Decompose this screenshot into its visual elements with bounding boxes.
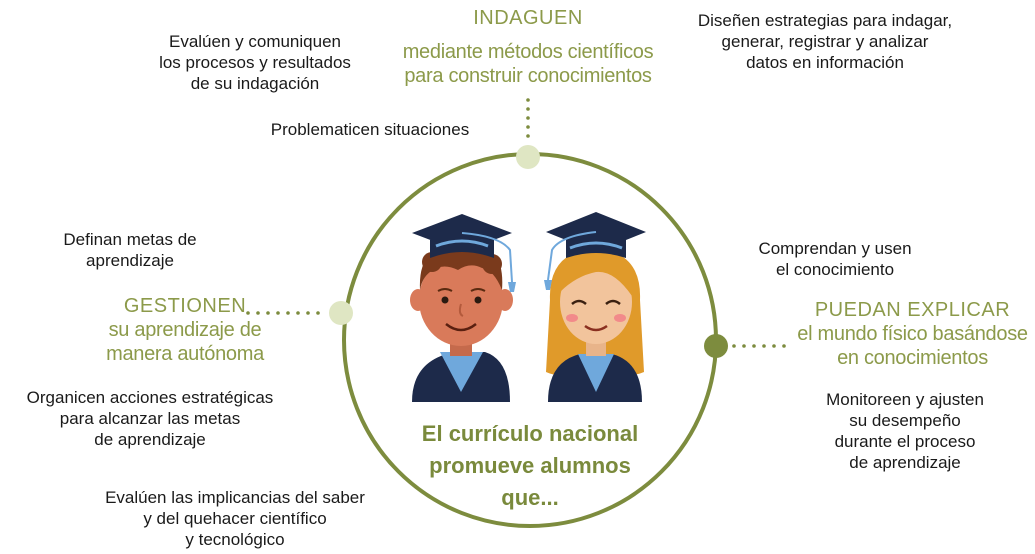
gestionen-keyword: GESTIONEN bbox=[123, 295, 247, 317]
indaguen-keyword: INDAGUEN bbox=[473, 7, 583, 29]
text-line: durante el proceso bbox=[834, 432, 976, 451]
text-line: de su indagación bbox=[190, 74, 320, 93]
left-node bbox=[329, 301, 353, 325]
text-line: de aprendizaje bbox=[849, 453, 961, 472]
text-line: Organicen acciones estratégicas bbox=[26, 388, 274, 407]
item-definan-metas: Definan metas de aprendizaje bbox=[30, 229, 230, 271]
explicar-keyword: PUEDAN EXPLICAR bbox=[814, 299, 1011, 321]
text-line: Monitoreen y ajusten bbox=[826, 390, 984, 409]
item-evaluen-implicancias: Evalúen las implicancias del saber y del… bbox=[70, 487, 400, 550]
right-node bbox=[704, 334, 728, 358]
center-line1: El currículo nacional bbox=[421, 421, 639, 446]
left-connector bbox=[246, 311, 320, 315]
center-line3: que... bbox=[501, 485, 559, 510]
right-connector bbox=[732, 344, 786, 348]
indaguen-line1: mediante métodos científicos bbox=[402, 41, 654, 63]
text-line: Definan metas de bbox=[63, 230, 197, 249]
boy-student-illustration bbox=[410, 214, 516, 402]
text-line: Diseñen estrategias para indagar, bbox=[697, 11, 953, 30]
item-organicen-acciones: Organicen acciones estratégicas para alc… bbox=[0, 387, 300, 450]
gestionen-header: GESTIONEN su aprendizaje de manera autón… bbox=[90, 294, 280, 366]
text-line: Comprendan y usen bbox=[758, 239, 912, 258]
item-monitoreen-ajusten: Monitoreen y ajusten su desempeño durant… bbox=[805, 389, 1005, 473]
item-problematicen: Problematicen situaciones bbox=[240, 119, 500, 140]
indaguen-header: INDAGUEN mediante métodos científicos pa… bbox=[368, 6, 688, 88]
gestionen-line2: manera autónoma bbox=[106, 343, 264, 365]
text-line: y del quehacer científico bbox=[143, 509, 327, 528]
girl-student-illustration bbox=[544, 212, 646, 402]
center-caption: El currículo nacional promueve alumnos q… bbox=[400, 418, 660, 514]
top-connector bbox=[526, 98, 530, 138]
text-line: los procesos y resultados bbox=[159, 53, 351, 72]
item-evaluen-comuniquen: Evalúen y comuniquen los procesos y resu… bbox=[120, 31, 390, 94]
text-line: y tecnológico bbox=[185, 530, 285, 549]
text-line: aprendizaje bbox=[86, 251, 174, 270]
text-line: su desempeño bbox=[849, 411, 961, 430]
explicar-header: PUEDAN EXPLICAR el mundo físico basándos… bbox=[790, 298, 1035, 370]
text-line: de aprendizaje bbox=[94, 430, 206, 449]
indaguen-line2: para construir conocimientos bbox=[404, 65, 652, 87]
text-line: Problematicen situaciones bbox=[270, 120, 470, 139]
text-line: datos en información bbox=[746, 53, 904, 72]
center-line2: promueve alumnos bbox=[429, 453, 631, 478]
explicar-line2: en conocimientos bbox=[837, 347, 988, 369]
item-comprendan-usen: Comprendan y usen el conocimiento bbox=[725, 238, 945, 280]
gestionen-line1: su aprendizaje de bbox=[108, 319, 262, 341]
text-line: el conocimiento bbox=[775, 260, 895, 279]
text-line: Evalúen y comuniquen bbox=[168, 32, 341, 51]
text-line: para alcanzar las metas bbox=[59, 409, 241, 428]
text-line: generar, registrar y analizar bbox=[721, 32, 929, 51]
text-line: Evalúen las implicancias del saber bbox=[105, 488, 365, 507]
item-disenen-estrategias: Diseñen estrategias para indagar, genera… bbox=[665, 10, 985, 73]
top-node bbox=[516, 145, 540, 169]
explicar-line1: el mundo físico basándose bbox=[797, 323, 1028, 345]
